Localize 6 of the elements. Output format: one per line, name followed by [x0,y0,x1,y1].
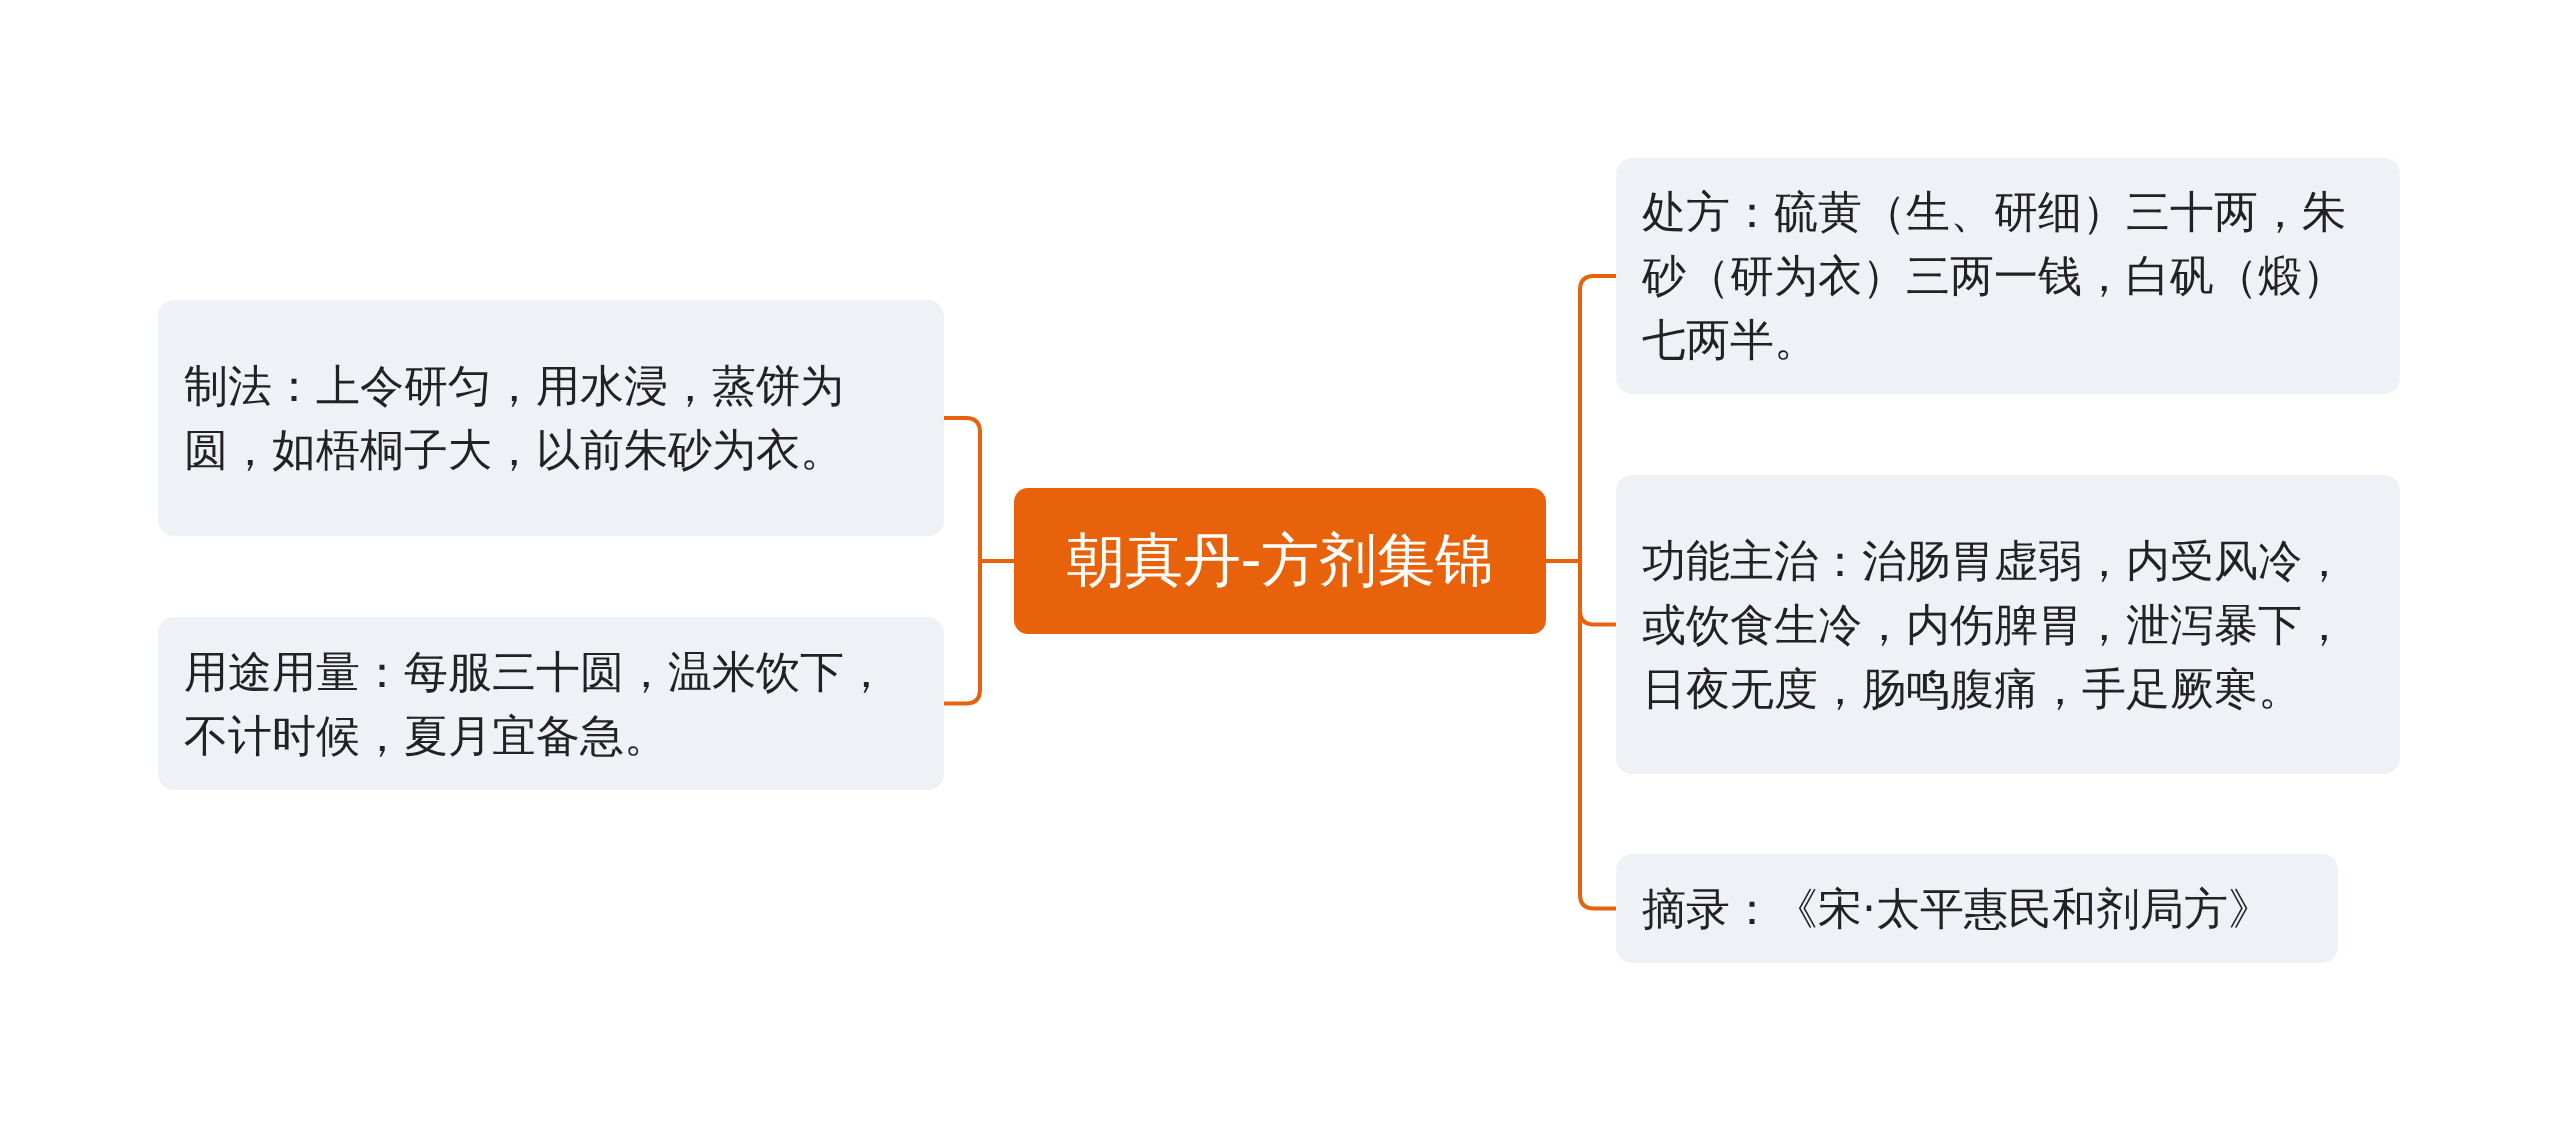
topic-box: 用途用量：每服三十圆，温米饮下，不计时候，夏月宜备急。 [158,617,944,790]
topic-box: 处方：硫黄（生、研细）三十两，朱砂（研为衣）三两一钱，白矾（煅）七两半。 [1616,158,2400,394]
central-topic-box: 朝真丹-方剂集锦 [1014,488,1546,634]
topic-box: 功能主治：治肠胃虚弱，内受风冷，或饮食生冷，内伤脾胃，泄泻暴下，日夜无度，肠鸣腹痛，手足厥寒。 [1616,475,2400,774]
topic-box: 摘录：《宋·太平惠民和剂局方》 [1616,854,2338,963]
topic-box: 制法：上令研匀，用水浸，蒸饼为圆，如梧桐子大，以前朱砂为衣。 [158,300,944,536]
